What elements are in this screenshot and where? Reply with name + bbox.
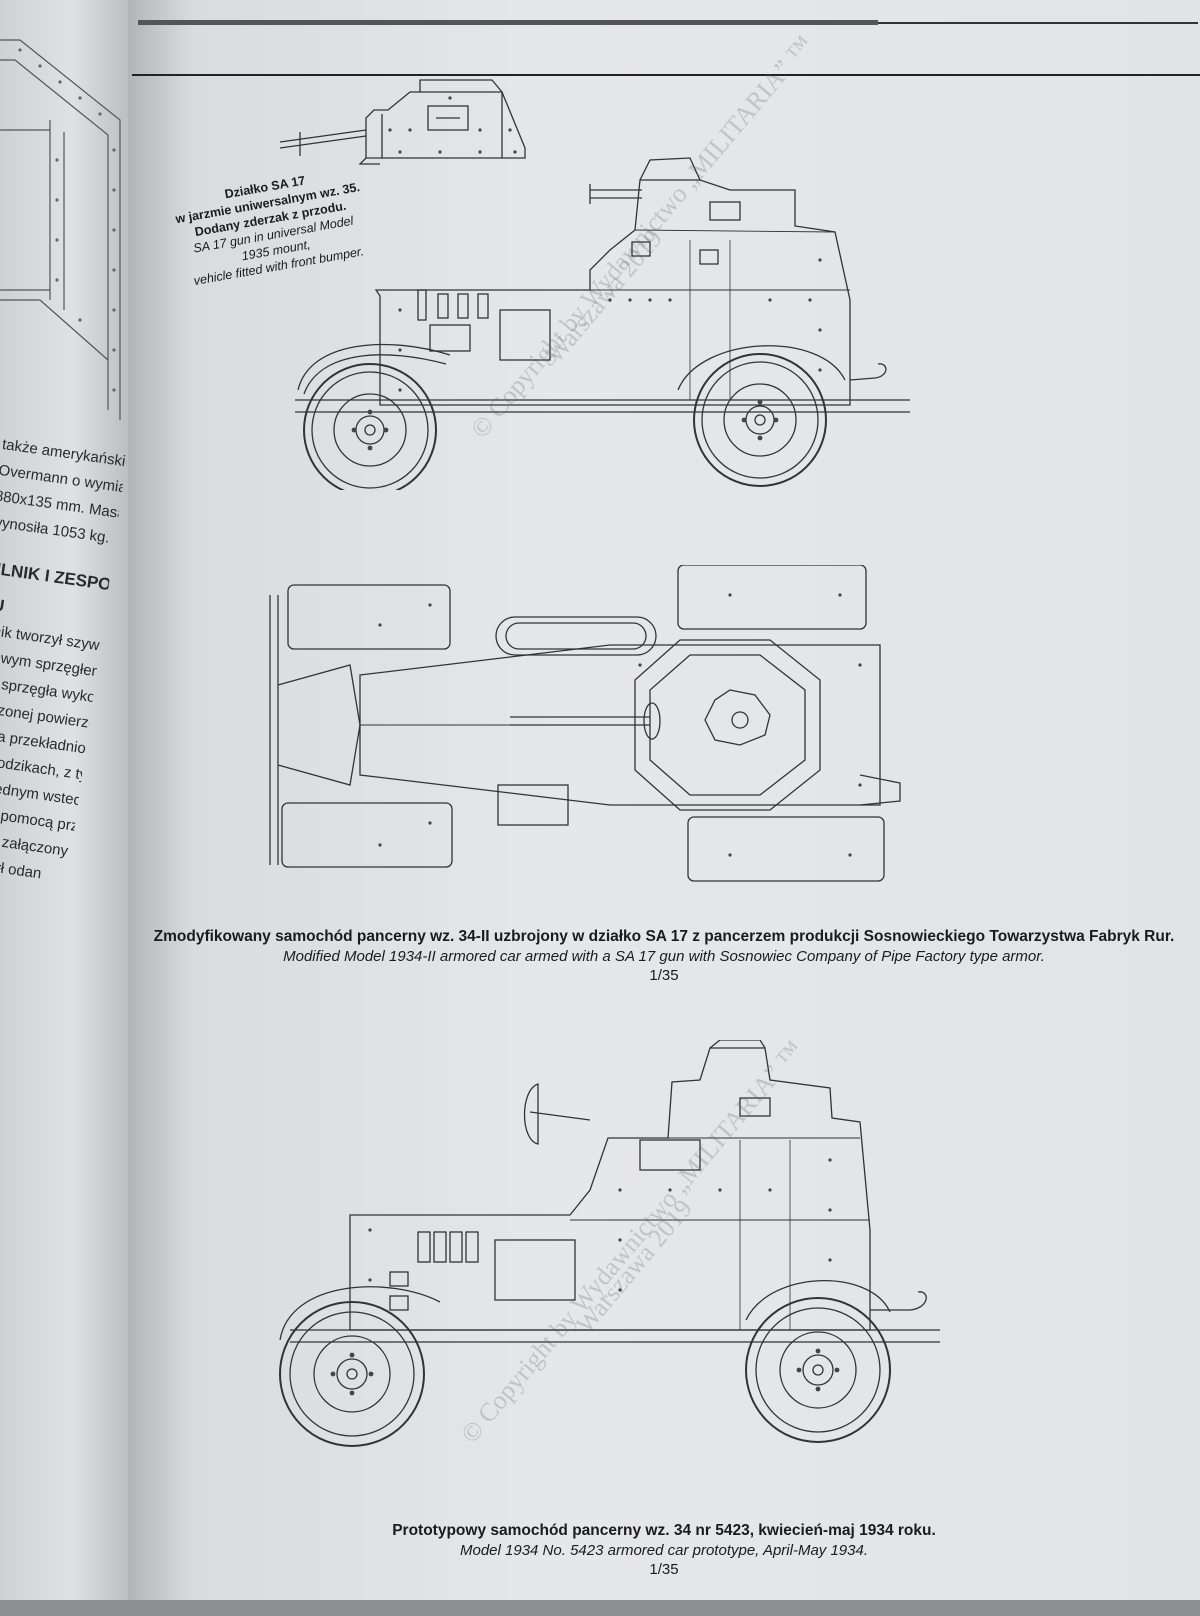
side-view-1-drawing — [295, 157, 910, 490]
caption-2-scale: 1/35 — [649, 1561, 679, 1578]
left-page-text: także amerykańskie Overmann o wymia 880x… — [0, 432, 128, 891]
caption-1-english: Modified Model 1934-II armored car armed… — [283, 948, 1045, 965]
caption-1-polish: Zmodyfikowany samochód pancerny wz. 34-I… — [153, 928, 1175, 945]
right-page — [128, 0, 1200, 1600]
turret-detail-drawing — [279, 79, 526, 165]
left-page-drawing — [0, 39, 121, 420]
page-frame — [132, 74, 1200, 1616]
left-heading-line: SILNIK I ZESPO — [0, 557, 111, 595]
caption-1-scale: 1/35 — [649, 967, 679, 984]
left-facing-page: także amerykańskie Overmann o wymia 880x… — [0, 0, 132, 1600]
top-view-drawing — [269, 565, 901, 882]
header-bar — [138, 20, 878, 25]
caption-1: Zmodyfikowany samochód pancerny wz. 34-I… — [128, 928, 1200, 984]
caption-2-english: Model 1934 No. 5423 armored car prototyp… — [460, 1542, 868, 1559]
caption-2-polish: Prototypowy samochód pancerny wz. 34 nr … — [392, 1522, 936, 1539]
side-view-2-drawing — [279, 1040, 940, 1447]
caption-2: Prototypowy samochód pancerny wz. 34 nr … — [128, 1522, 1200, 1578]
